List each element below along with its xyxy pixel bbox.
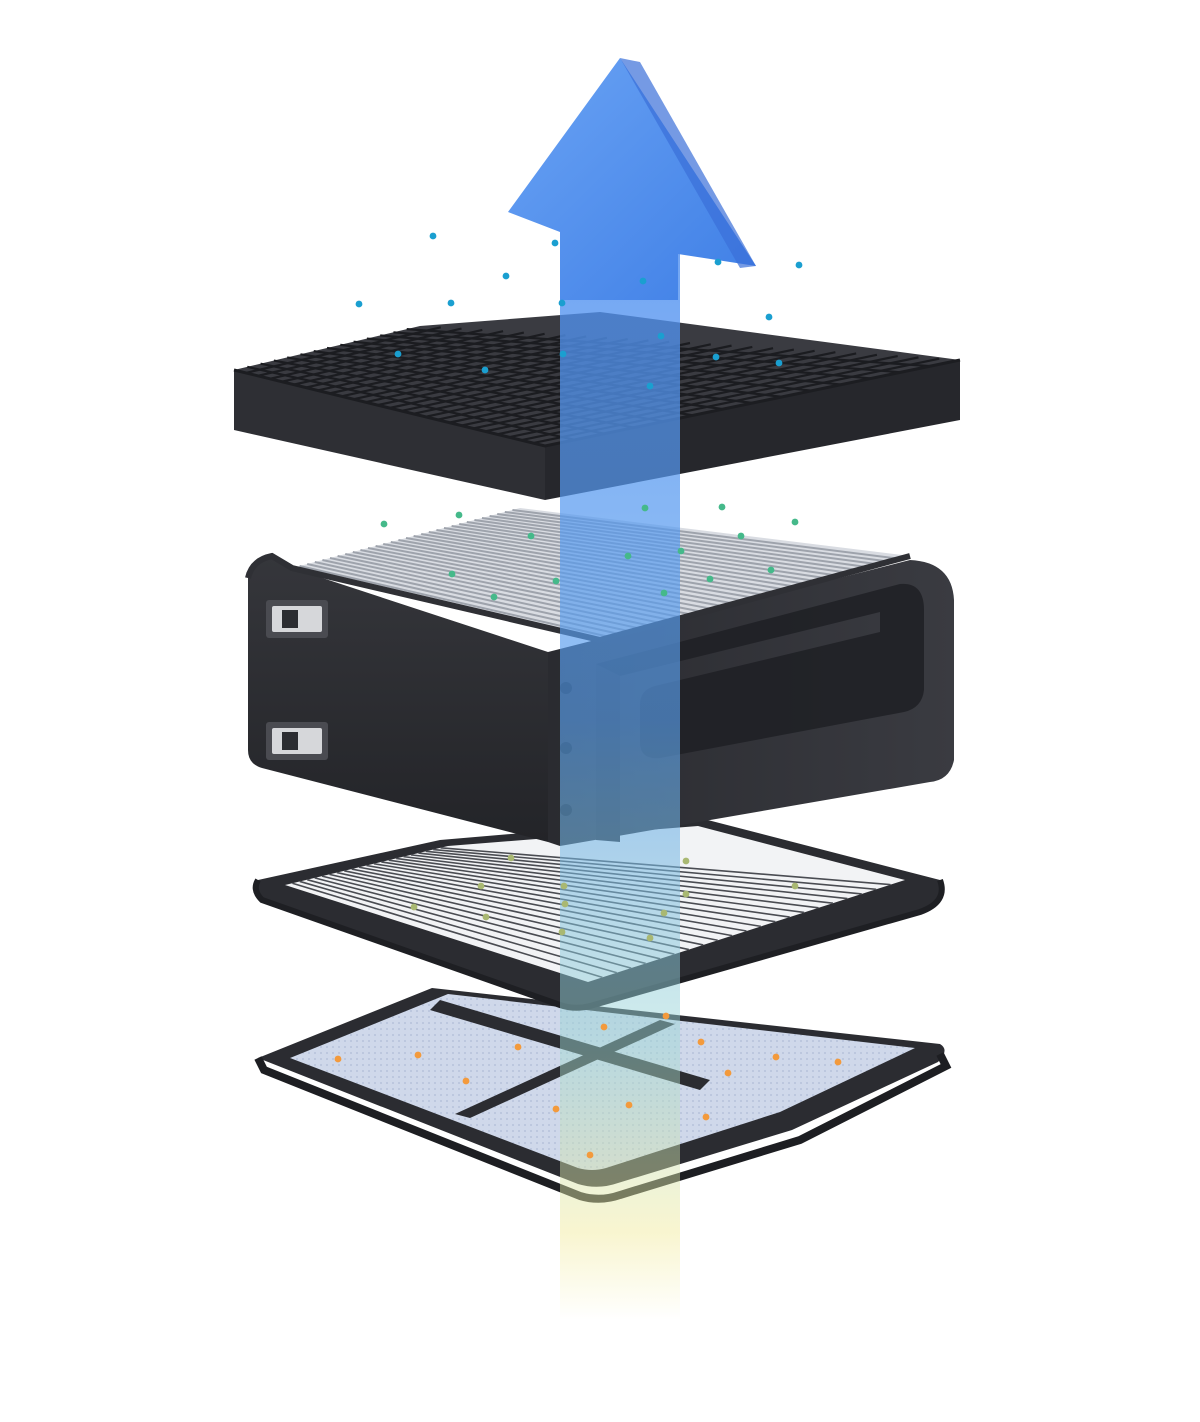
particle-dot <box>355 300 363 308</box>
particle-dot <box>702 1113 710 1121</box>
particle-dot <box>660 589 668 597</box>
particle-dot <box>682 857 690 865</box>
particle-dot <box>448 570 456 578</box>
particle-dot <box>724 1069 732 1077</box>
particle-dot <box>481 366 489 374</box>
particle-dot <box>380 520 388 528</box>
particle-dot <box>706 575 714 583</box>
particle-dot <box>429 232 437 240</box>
particle-dot <box>600 1023 608 1031</box>
particle-dot <box>558 299 566 307</box>
particle-dot <box>737 532 745 540</box>
carbon-grid-line <box>329 335 587 395</box>
carbon-grid-line <box>293 331 525 386</box>
particle-dot <box>677 547 685 555</box>
particle-dot <box>697 1038 705 1046</box>
particle-dot <box>586 1151 594 1159</box>
particle-dot <box>455 511 463 519</box>
wire-line <box>292 882 603 979</box>
pleat-line <box>299 565 611 639</box>
particle-dot <box>775 359 783 367</box>
particle-dot <box>718 503 726 511</box>
particle-dot <box>414 1051 422 1059</box>
particle-dot <box>765 313 773 321</box>
wire-line <box>366 864 747 932</box>
particle-dot <box>502 272 510 280</box>
particle-dot <box>834 1058 842 1066</box>
particle-dot <box>410 903 418 911</box>
particle-dot <box>767 566 775 574</box>
carbon-grid-line <box>305 332 545 389</box>
particle-dot <box>507 854 515 862</box>
carbon-grid-line <box>269 328 483 380</box>
particle-dot <box>625 1101 633 1109</box>
particle-dot <box>662 1012 670 1020</box>
particle-dot <box>641 504 649 512</box>
particle-dot <box>561 900 569 908</box>
particle-dot <box>462 1077 470 1085</box>
particle-dot <box>490 593 498 601</box>
particle-dot <box>551 239 559 247</box>
particle-dot <box>552 577 560 585</box>
particle-dot <box>682 890 690 898</box>
particle-dot <box>482 913 490 921</box>
carbon-grid-line <box>257 327 462 377</box>
particle-dot <box>527 532 535 540</box>
particle-dot <box>639 277 647 285</box>
particle-dot <box>712 353 720 361</box>
airflow-arrow <box>508 58 756 1320</box>
particle-dot <box>660 909 668 917</box>
particle-dot <box>646 934 654 942</box>
particles <box>334 232 842 1159</box>
particle-dot <box>514 1043 522 1051</box>
carbon-grid-line <box>281 330 504 383</box>
particle-dot <box>714 258 722 266</box>
latch-icon <box>266 600 328 638</box>
latch-icon <box>266 722 328 760</box>
particle-dot <box>558 928 566 936</box>
particle-dot <box>560 882 568 890</box>
particle-dot <box>772 1053 780 1061</box>
carbon-grid-line <box>317 334 566 392</box>
particle-dot <box>552 1105 560 1113</box>
particle-dot <box>646 382 654 390</box>
particle-dot <box>791 882 799 890</box>
particle-dot <box>624 552 632 560</box>
particle-dot <box>334 1055 342 1063</box>
particle-dot <box>795 261 803 269</box>
particle-dot <box>394 350 402 358</box>
particle-dot <box>477 882 485 890</box>
particle-dot <box>657 332 665 340</box>
particle-dot <box>447 299 455 307</box>
carbon-grid-line <box>245 326 442 374</box>
particle-dot <box>559 350 567 358</box>
particle-dot <box>791 518 799 526</box>
